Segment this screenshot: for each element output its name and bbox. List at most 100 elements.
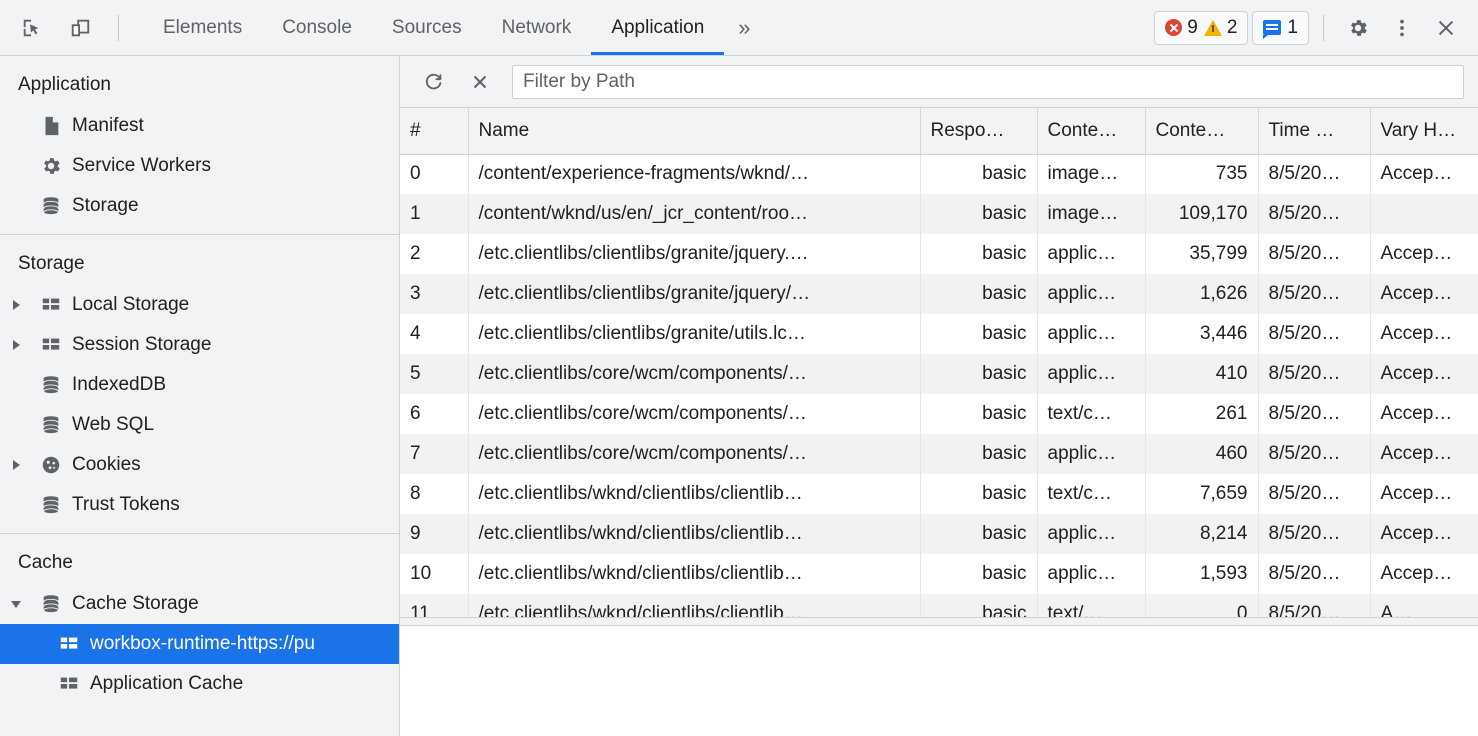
database-icon [43,496,59,515]
sidebar-item-indexeddb[interactable]: IndexedDB [0,365,399,405]
cache-entries-table: # Name Respo… Conte… Conte… Time … Vary … [400,108,1478,617]
sidebar-item-application-cache[interactable]: Application Cache [0,664,399,704]
tab-label: Elements [163,16,243,38]
cell-index: 10 [400,554,469,594]
cell-response-type: basic [920,514,1038,554]
delete-selected-button[interactable] [460,62,500,102]
cell-name: /etc.clientlibs/clientlibs/granite/jquer… [468,234,921,274]
close-devtools-button[interactable] [1426,8,1466,48]
column-header-index[interactable]: # [400,108,469,155]
column-header-vary-header[interactable]: Vary H… [1370,108,1478,155]
table-row[interactable]: 5 /etc.clientlibs/core/wcm/components/… … [400,354,1478,394]
warning-icon [1203,19,1222,36]
cell-response-type: basic [920,274,1038,314]
column-header-time-cached[interactable]: Time … [1258,108,1371,155]
table-row[interactable]: 1 /content/wknd/us/en/_jcr_content/roo… … [400,194,1478,234]
sidebar-item-workbox-runtime-cache[interactable]: workbox-runtime-https://pu [0,624,399,664]
database-icon [43,595,59,614]
sidebar-item-storage[interactable]: Storage [0,186,399,226]
more-options-button[interactable] [1382,8,1422,48]
database-icon [43,376,59,395]
more-tabs-button[interactable]: » [738,14,751,40]
cell-vary-header: Accep… [1370,554,1478,594]
expand-twisty[interactable] [8,300,24,310]
cell-time-cached: 8/5/20… [1258,434,1371,474]
cell-content-length: 3,446 [1145,314,1259,354]
cell-time-cached: 8/5/20… [1258,354,1371,394]
expand-twisty[interactable] [8,460,24,470]
table-row[interactable]: 8 /etc.clientlibs/wknd/clientlibs/client… [400,474,1478,514]
sidebar-item-label: Manifest [72,115,144,136]
cell-content-type: applic… [1037,314,1146,354]
collapse-twisty[interactable] [8,600,24,608]
cell-content-length: 35,799 [1145,234,1259,274]
table-row[interactable]: 2 /etc.clientlibs/clientlibs/granite/jqu… [400,234,1478,274]
horizontal-splitter[interactable] [400,617,1478,626]
sidebar-item-local-storage[interactable]: Local Storage [0,285,399,325]
cache-entries-grid[interactable]: # Name Respo… Conte… Conte… Time … Vary … [400,108,1478,617]
tab-application[interactable]: Application [591,0,725,55]
table-header-row: # Name Respo… Conte… Conte… Time … Vary … [400,108,1478,155]
sidebar-item-manifest[interactable]: Manifest [0,106,399,146]
cell-time-cached: 8/5/20… [1258,554,1371,594]
tab-elements[interactable]: Elements [143,0,262,55]
sidebar-item-trust-tokens[interactable]: Trust Tokens [0,485,399,525]
cell-content-length: 8,214 [1145,514,1259,554]
cell-name: /etc.clientlibs/clientlibs/granite/jquer… [468,274,921,314]
cache-toolbar [400,56,1478,108]
cell-name: /etc.clientlibs/clientlibs/granite/utils… [468,314,921,354]
expand-twisty[interactable] [8,340,24,350]
device-toolbar-button[interactable] [60,8,100,48]
tab-sources[interactable]: Sources [372,0,482,55]
cell-vary-header: Accep… [1370,354,1478,394]
warning-count: 2 [1226,16,1238,38]
cell-index: 9 [400,514,469,554]
panel-tab-bar: Elements Console Sources Network Applica… [143,0,765,55]
tab-network[interactable]: Network [482,0,592,55]
table-row[interactable]: 9 /etc.clientlibs/wknd/clientlibs/client… [400,514,1478,554]
table-row[interactable]: 7 /etc.clientlibs/core/wcm/components/… … [400,434,1478,474]
warning-counter[interactable]: 2 [1203,16,1238,39]
sidebar-section-cache: Cache Cache Storage [0,534,399,712]
table-row[interactable]: 11 /etc.clientlibs/wknd/clientlibs/clien… [400,594,1478,617]
settings-button[interactable] [1338,8,1378,48]
tab-label: Application [611,16,705,38]
cell-time-cached: 8/5/20… [1258,154,1371,194]
sidebar-section-title: Cache [18,552,73,573]
table-row[interactable]: 6 /etc.clientlibs/core/wcm/components/… … [400,394,1478,434]
sidebar-item-web-sql[interactable]: Web SQL [0,405,399,445]
column-header-response-type[interactable]: Respo… [920,108,1038,155]
table-row[interactable]: 3 /etc.clientlibs/clientlibs/granite/jqu… [400,274,1478,314]
filter-by-path-input[interactable] [512,64,1464,99]
tab-console[interactable]: Console [262,0,372,55]
refresh-cache-button[interactable] [414,62,454,102]
inspect-element-button[interactable] [12,8,52,48]
issues-message-counter[interactable]: 1 [1252,10,1309,45]
sidebar-item-cache-storage[interactable]: Cache Storage [0,584,399,624]
cell-time-cached: 8/5/20… [1258,234,1371,274]
delete-x-icon [473,75,487,88]
issues-counter-group[interactable]: 9 2 [1154,10,1249,45]
column-header-content-type[interactable]: Conte… [1037,108,1146,155]
chevron-right-icon [12,460,20,470]
column-header-content-length[interactable]: Conte… [1145,108,1259,155]
manifest-document-icon [45,116,59,136]
refresh-icon [425,73,442,89]
table-row[interactable]: 10 /etc.clientlibs/wknd/clientlibs/clien… [400,554,1478,594]
database-icon [43,197,59,216]
table-row[interactable]: 0 /content/experience-fragments/wknd/… b… [400,154,1478,194]
sidebar-item-service-workers[interactable]: Service Workers [0,146,399,186]
cell-name: /etc.clientlibs/core/wcm/components/… [468,354,921,394]
error-icon [1165,19,1183,36]
cell-vary-header: Accep… [1370,234,1478,274]
column-header-name[interactable]: Name [468,108,921,155]
error-counter[interactable]: 9 [1165,17,1198,39]
table-row[interactable]: 4 /etc.clientlibs/clientlibs/granite/uti… [400,314,1478,354]
cell-index: 5 [400,354,469,394]
sidebar-item-label: Application Cache [90,673,244,694]
sidebar-item-session-storage[interactable]: Session Storage [0,325,399,365]
sidebar-item-cookies[interactable]: Cookies [0,445,399,485]
cell-content-type: text/… [1037,594,1146,617]
cell-content-type: applic… [1037,514,1146,554]
sidebar-item-label: workbox-runtime-https://pu [90,633,315,654]
